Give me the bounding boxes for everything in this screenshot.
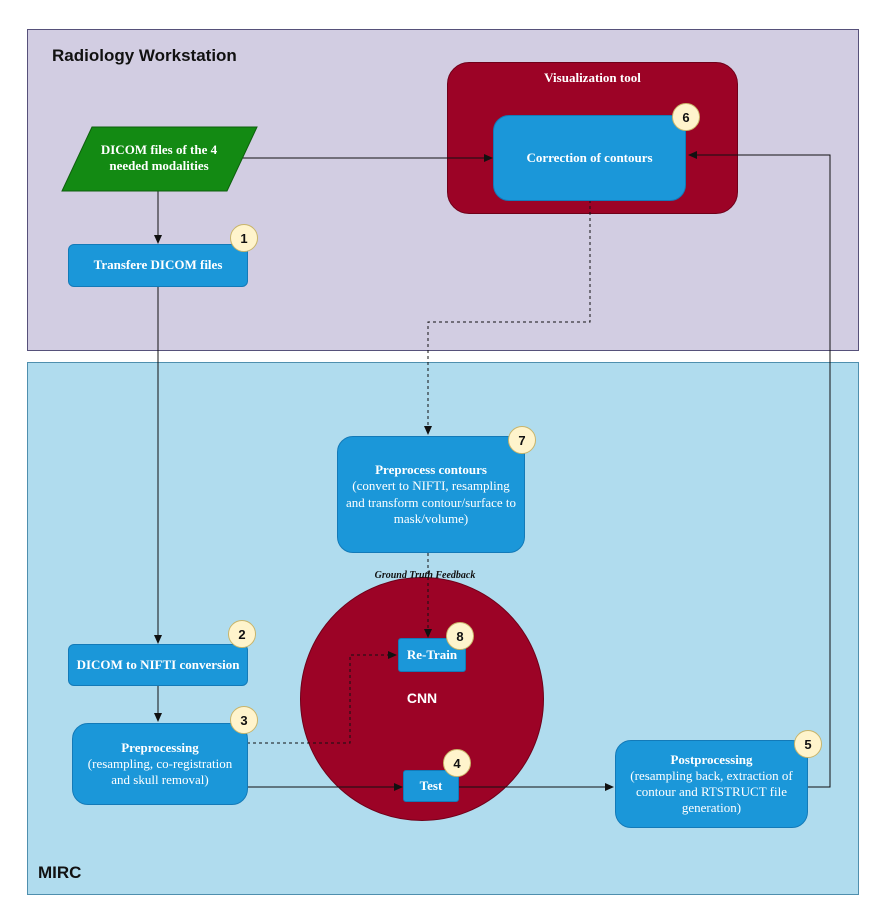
preprocess-contours-title: Preprocess contours	[375, 462, 487, 477]
mirc-title: MIRC	[38, 863, 82, 882]
step-badge-7: 7	[508, 426, 536, 454]
preprocess-contours-detail: (convert to NIFTI, resampling and transf…	[345, 478, 517, 526]
preprocess-contours-box: Preprocess contours (convert to NIFTI, r…	[337, 436, 525, 553]
step-badge-5: 5	[794, 730, 822, 758]
step-badge-8: 8	[446, 622, 474, 650]
correction-of-contours-box: Correction of contours	[493, 115, 686, 201]
step-badge-6: 6	[672, 103, 700, 131]
correction-of-contours-label: Correction of contours	[526, 149, 653, 165]
dicom-input-label: DICOM files of the 4 needed modalities	[100, 142, 218, 174]
cnn-label: CNN	[406, 690, 438, 706]
ground-truth-feedback-label: Ground Truth Feedback	[374, 570, 476, 581]
step-badge-3: 3	[230, 706, 258, 734]
postprocessing-detail: (resampling back, extraction of contour …	[630, 767, 793, 816]
dicom-to-nifti-box: DICOM to NIFTI conversion	[68, 644, 248, 686]
transfer-dicom-label: Transfere DICOM files	[93, 257, 223, 273]
dicom-input-shape	[61, 126, 258, 192]
step-badge-4: 4	[443, 749, 471, 777]
step-badge-2: 2	[228, 620, 256, 648]
postprocessing-box: Postprocessing (resampling back, extract…	[615, 740, 808, 828]
visualization-tool-label: Visualization tool	[544, 70, 641, 85]
retrain-label: Re-Train	[406, 646, 458, 662]
test-label: Test	[419, 777, 443, 793]
preprocessing-detail: (resampling, co-registration and skull r…	[87, 755, 233, 788]
workstation-title: Radiology Workstation	[52, 46, 237, 65]
preprocessing-title: Preprocessing	[121, 739, 199, 755]
postprocessing-title: Postprocessing	[670, 751, 753, 767]
dicom-to-nifti-label: DICOM to NIFTI conversion	[76, 656, 240, 672]
preprocessing-box: Preprocessing (resampling, co-registrati…	[72, 723, 248, 805]
transfer-dicom-box: Transfere DICOM files	[68, 244, 248, 287]
step-badge-1: 1	[230, 224, 258, 252]
